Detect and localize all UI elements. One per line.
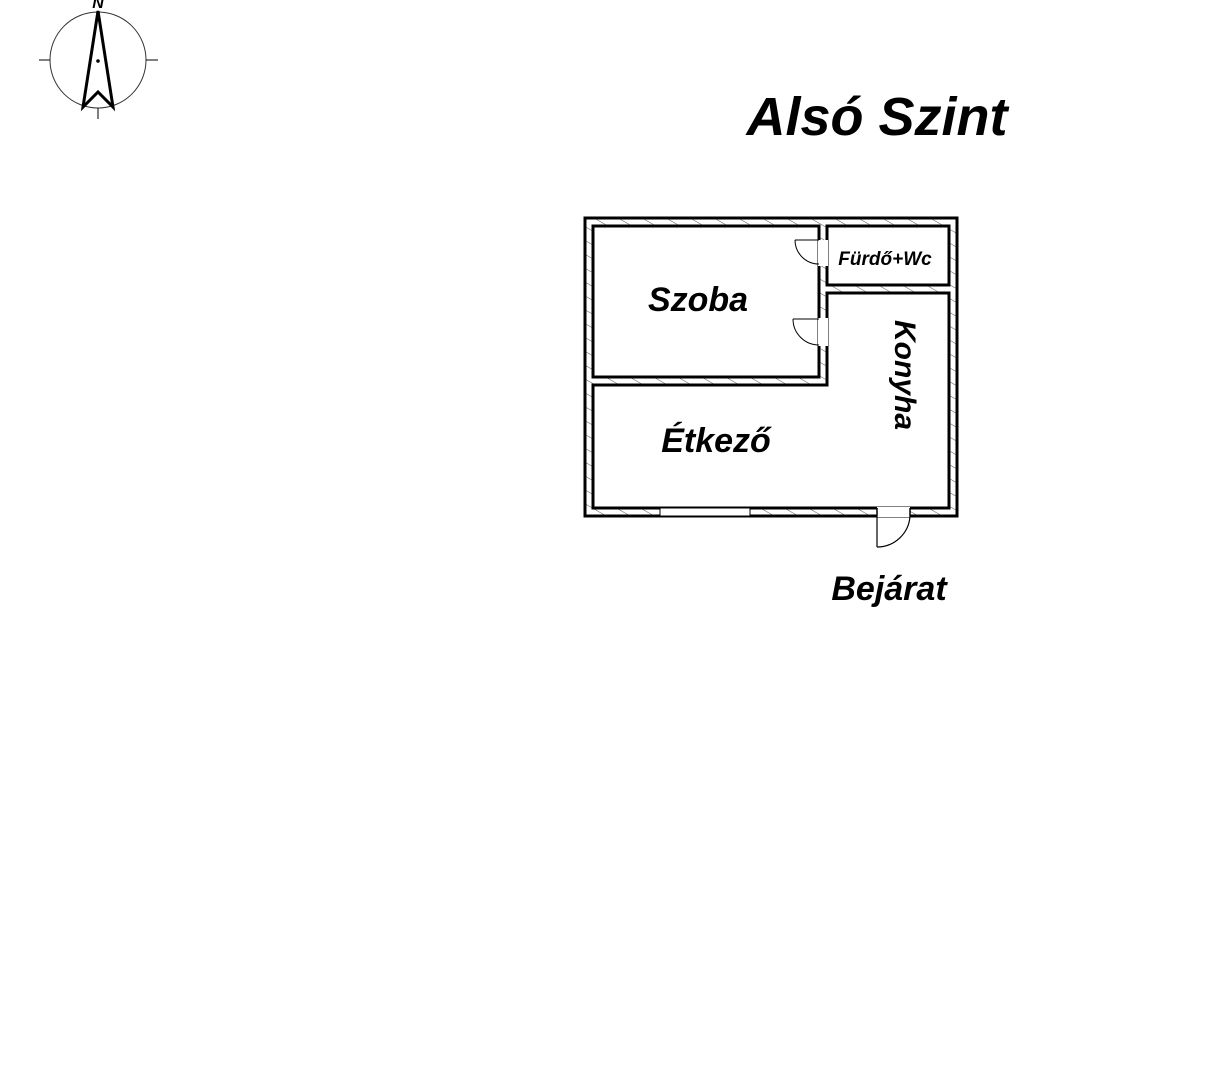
walls bbox=[583, 216, 959, 518]
door-entrance-icon bbox=[876, 515, 911, 548]
door-bathroom-icon bbox=[794, 239, 828, 266]
room-label-szoba: Szoba bbox=[648, 281, 748, 319]
entrance-label: Bejárat bbox=[831, 570, 948, 608]
door-room-icon bbox=[792, 318, 828, 346]
page-title: Alsó Szint bbox=[744, 87, 1009, 147]
north-label: N bbox=[92, 0, 104, 12]
north-arrow-icon: N bbox=[39, 0, 158, 119]
room-label-furdo: Fürdő+Wc bbox=[838, 249, 932, 270]
room-label-konyha: Konyha bbox=[888, 320, 921, 430]
room-label-etkezo: Étkező bbox=[661, 422, 772, 460]
